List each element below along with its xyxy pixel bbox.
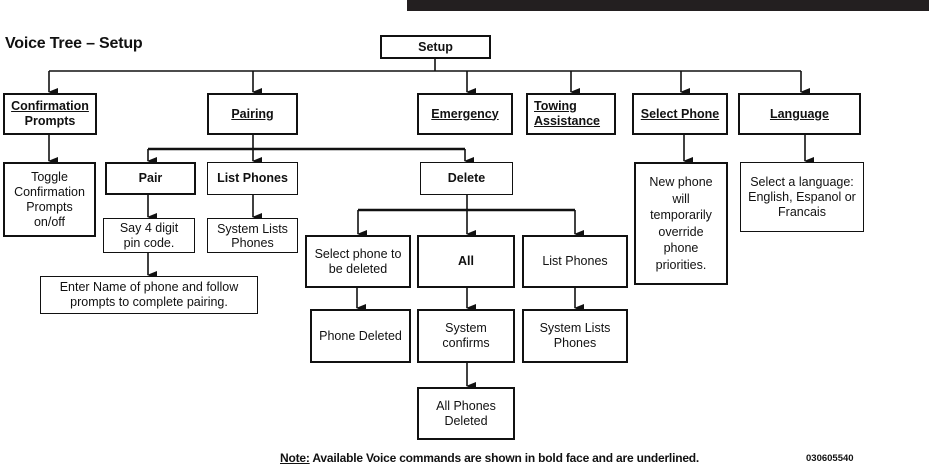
- node-label: Confirmation: [11, 99, 89, 113]
- node-enter-name: Enter Name of phone and follow prompts t…: [40, 276, 258, 314]
- node-select-phone-to-delete: Select phone to be deleted: [305, 235, 411, 288]
- note-label: Note:: [280, 451, 310, 465]
- node-label: Say 4 digit pin code.: [119, 220, 179, 250]
- node-label: Assistance: [534, 114, 601, 128]
- node-label: Select a language: English, Espanol or F…: [748, 174, 856, 219]
- node-label: Toggle Confirmation Prompts on/off: [14, 169, 85, 229]
- node-label: Pair: [138, 171, 163, 185]
- node-pair: Pair: [105, 162, 196, 195]
- node-label: Setup: [418, 39, 453, 54]
- node-system-confirms: System confirms: [417, 309, 515, 363]
- node-label: Language: [769, 106, 830, 121]
- node-towing-assistance: Towing Assistance: [526, 93, 616, 135]
- node-all-phones-deleted: All Phones Deleted: [417, 387, 515, 440]
- node-system-lists-phones: System Lists Phones: [207, 218, 298, 253]
- node-confirmation-prompts: Confirmation Prompts: [3, 93, 97, 135]
- node-label: Prompts: [24, 114, 76, 128]
- node-phone-deleted: Phone Deleted: [310, 309, 411, 363]
- node-toggle-confirmation: Toggle Confirmation Prompts on/off: [3, 162, 96, 237]
- node-delete: Delete: [420, 162, 513, 195]
- node-select-phone: Select Phone: [632, 93, 728, 135]
- node-label: Select phone to be deleted: [314, 246, 402, 276]
- node-label: All: [458, 254, 474, 268]
- node-label: Enter Name of phone and follow prompts t…: [59, 280, 239, 309]
- node-pairing: Pairing: [207, 93, 298, 135]
- node-label: List Phones: [217, 171, 288, 185]
- node-label: List Phones: [542, 254, 608, 268]
- node-delete-all: All: [417, 235, 515, 288]
- node-label: System Lists Phones: [539, 321, 611, 350]
- node-list-phones: List Phones: [207, 162, 298, 195]
- node-label: System confirms: [442, 321, 490, 350]
- node-label: Towing: [534, 99, 577, 113]
- node-label: Select Phone: [640, 106, 720, 121]
- note-text: Available Voice commands are shown in bo…: [309, 451, 700, 465]
- node-emergency: Emergency: [417, 93, 513, 135]
- node-language: Language: [738, 93, 861, 135]
- node-label: All Phones Deleted: [436, 398, 496, 428]
- node-label: Delete: [447, 171, 486, 185]
- node-label: Phone Deleted: [319, 328, 402, 343]
- node-label: System Lists Phones: [217, 221, 288, 250]
- node-say-pin: Say 4 digit pin code.: [103, 218, 195, 253]
- node-delete-list-phones: List Phones: [522, 235, 628, 288]
- figure-code: 030605540: [806, 453, 854, 464]
- node-setup: Setup: [380, 35, 491, 59]
- footer-note: Note: Available Voice commands are shown…: [280, 451, 699, 465]
- node-label: New phone will temporarily override phon…: [649, 175, 713, 272]
- header-bar: [407, 0, 929, 11]
- node-label: Emergency: [431, 106, 499, 121]
- node-delete-system-lists-phones: System Lists Phones: [522, 309, 628, 363]
- node-select-language: Select a language: English, Espanol or F…: [740, 162, 864, 232]
- diagram-title: Voice Tree – Setup: [5, 35, 143, 52]
- node-label: Pairing: [231, 106, 274, 121]
- node-new-phone-override: New phone will temporarily override phon…: [634, 162, 728, 285]
